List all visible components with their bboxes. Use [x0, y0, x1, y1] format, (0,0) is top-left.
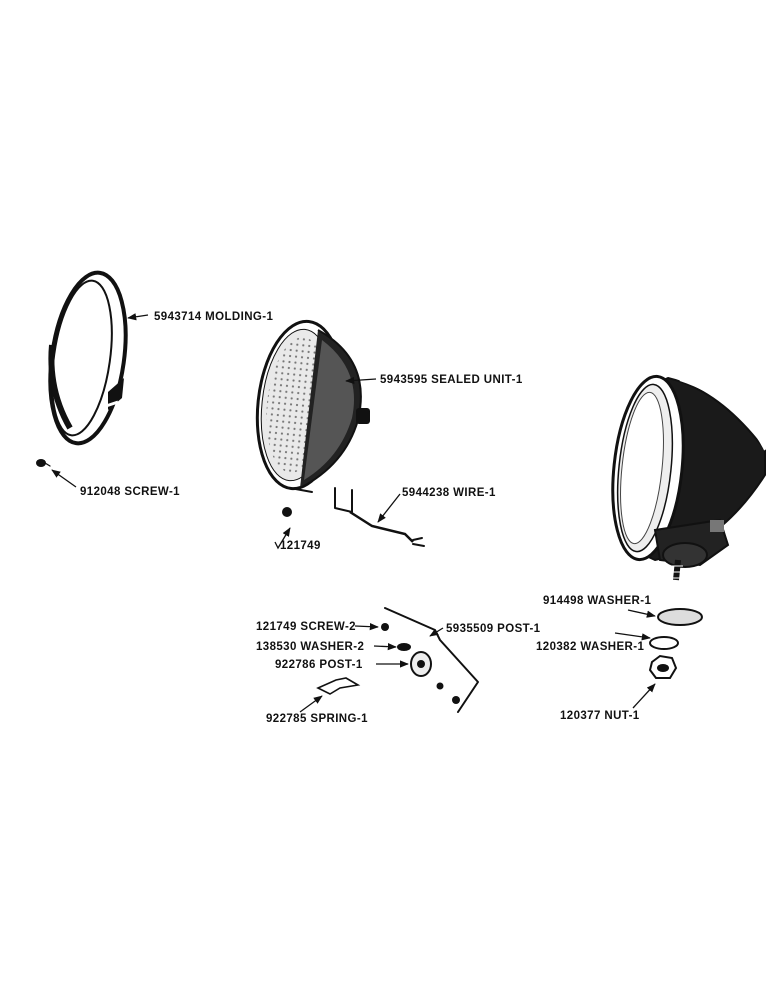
- label-molding: 5943714 MOLDING-1: [154, 311, 273, 323]
- screw-121749: [381, 623, 389, 631]
- label-wire: 5944238 WIRE-1: [402, 487, 496, 499]
- leader-lines: [51, 313, 656, 713]
- nut-120377: [648, 654, 678, 679]
- label-sealed-unit: 5943595 SEALED UNIT-1: [380, 374, 523, 386]
- label-washer-914498: 914498 WASHER-1: [543, 595, 651, 607]
- washer-914498: [657, 608, 703, 626]
- label-post-922786: 922786 POST-1: [275, 659, 363, 671]
- washer-138530: [397, 643, 411, 651]
- post-922786: [410, 651, 432, 677]
- label-screw-121749-small: 121749: [280, 540, 321, 552]
- post-bracket: [384, 607, 479, 713]
- label-nut-120377: 120377 NUT-1: [560, 710, 640, 722]
- screw-121749-small: [282, 507, 292, 517]
- label-washer-120382: 120382 WASHER-1: [536, 641, 644, 653]
- headlamp-body: [611, 374, 766, 581]
- post-5935509: [436, 682, 460, 704]
- screw-912048: [36, 459, 51, 467]
- label-screw-912048: 912048 SCREW-1: [80, 486, 180, 498]
- sealed-unit: [255, 319, 370, 493]
- label-washer-138530: 138530 WASHER-2: [256, 641, 364, 653]
- label-spring-922785: 922785 SPRING-1: [266, 713, 368, 725]
- label-post-5935509: 5935509 POST-1: [446, 623, 541, 635]
- label-screw-121749: 121749 SCREW-2: [256, 621, 356, 633]
- washer-120382: [649, 636, 679, 650]
- molding-ring: [48, 270, 128, 446]
- spring-922785: [316, 677, 361, 695]
- wire-5944238: [334, 487, 425, 547]
